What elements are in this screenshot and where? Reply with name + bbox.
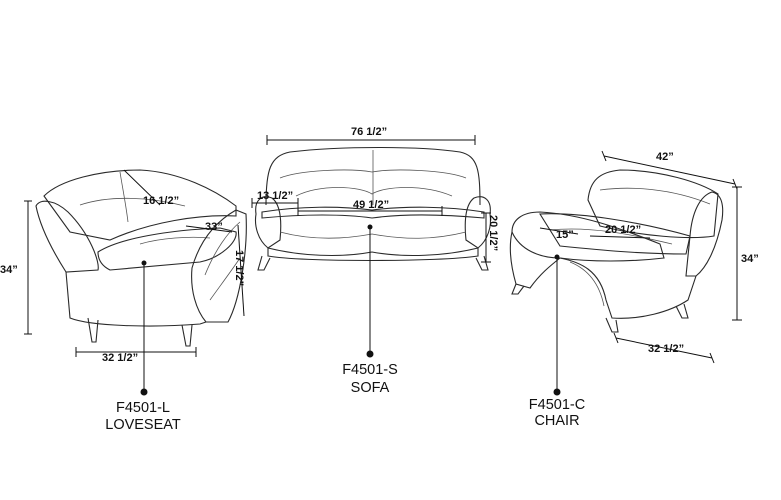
- chair-leader-end-dot: [553, 388, 561, 396]
- loveseat-dimension-lines: [24, 169, 245, 396]
- chair-drawing: [509, 169, 724, 333]
- sofa-dimension-lines: [251, 135, 491, 358]
- chair-seat-depth-label: 15”: [556, 229, 574, 241]
- sofa-seat-width-label: 49 1/2”: [353, 199, 389, 211]
- sofa-leader-end-dot: [366, 350, 374, 358]
- chair-name: CHAIR: [534, 413, 579, 429]
- sofa-name: SOFA: [351, 380, 390, 396]
- loveseat-drawing: [35, 169, 247, 347]
- loveseat-seat-width-label: 33”: [205, 221, 223, 233]
- loveseat-arm-height-label: 17 1/2”: [233, 250, 245, 286]
- loveseat-code: F4501-L: [116, 400, 170, 416]
- sofa-length-label: 76 1/2”: [351, 126, 387, 138]
- sofa-code: F4501-S: [342, 362, 398, 378]
- chair-leader-dot: [554, 254, 560, 260]
- loveseat-leader-dot: [141, 260, 147, 266]
- sofa-leader-dot: [367, 224, 373, 230]
- chair-height-label: 34”: [741, 253, 759, 265]
- loveseat-leader-end-dot: [140, 388, 148, 396]
- loveseat-width-label: 32 1/2”: [102, 352, 138, 364]
- chair-seat-width-label: 20 1/2”: [605, 224, 641, 236]
- sofa-seat-height-label: 20 1/2”: [487, 215, 499, 251]
- loveseat-name: LOVESEAT: [105, 417, 181, 433]
- loveseat-height-label: 34”: [0, 264, 18, 276]
- chair-dimension-lines: [539, 150, 742, 396]
- chair-length-label: 42”: [656, 151, 674, 163]
- chair-width-label: 32 1/2”: [648, 343, 684, 355]
- sofa-drawing: [254, 146, 492, 271]
- chair-code: F4501-C: [529, 397, 585, 413]
- loveseat-seat-depth-label: 16 1/2”: [143, 195, 179, 207]
- sofa-seat-depth-label: 13 1/2”: [257, 190, 293, 202]
